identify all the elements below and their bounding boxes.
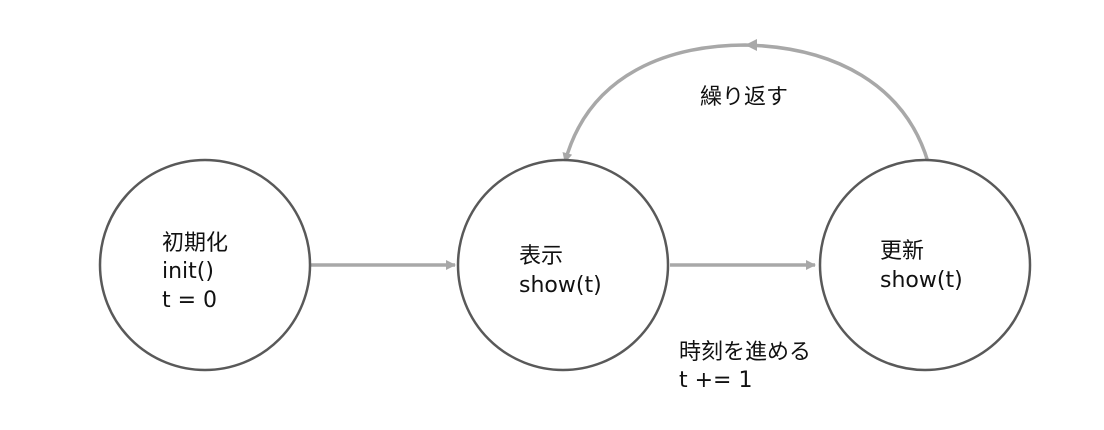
node-init-assignment: t = 0 (162, 288, 217, 313)
node-init-title: 初期化 (162, 231, 228, 256)
node-init-function: init() (162, 259, 214, 284)
advance-label-line2: t += 1 (679, 368, 752, 393)
node-display-title: 表示 (519, 244, 563, 269)
loop-top-arrowhead (745, 39, 757, 51)
node-display-circle (456, 158, 670, 372)
node-update-function: show(t) (880, 268, 963, 293)
node-update-circle (818, 158, 1032, 372)
node-update-title: 更新 (880, 239, 924, 264)
node-init: 初期化 init() t = 0 (98, 158, 312, 372)
loop-label: 繰り返す (700, 85, 788, 110)
node-init-circle (98, 158, 312, 372)
node-update: 更新 show(t) (818, 158, 1032, 372)
node-display: 表示 show(t) (456, 158, 670, 372)
node-display-function: show(t) (519, 273, 602, 298)
advance-label-line1: 時刻を進める (679, 340, 811, 365)
